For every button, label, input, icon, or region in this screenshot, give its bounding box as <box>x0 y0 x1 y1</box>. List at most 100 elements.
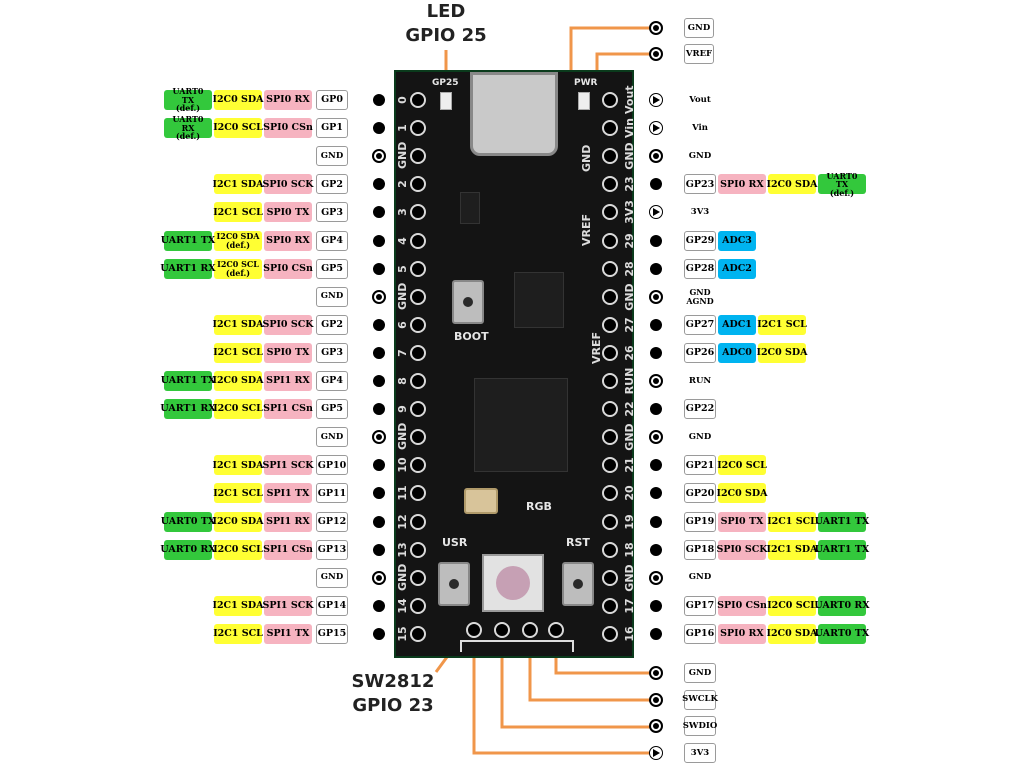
func-tag-left-14-1: I2C1 SCL <box>213 483 263 504</box>
silk-left-0: 0 <box>396 96 409 104</box>
pin-label-left-3: GP2 <box>316 174 348 195</box>
boot-button[interactable] <box>452 280 484 324</box>
func-tag-left-8-0: SPI0 SCK <box>262 314 314 335</box>
pin-label-left-2: GND <box>316 146 348 167</box>
pin-label-right-8: GP27 <box>684 314 716 335</box>
crystal <box>464 488 498 514</box>
header-pin-left-5 <box>410 232 426 249</box>
silk-left-16: 13 <box>396 541 409 558</box>
func-tag-right-14-0: I2C0 SDA <box>717 483 768 504</box>
func-tag-left-1-2: UART0 RX(def.) <box>164 115 212 141</box>
pin-label-right-2: GND <box>688 150 712 161</box>
usr-button[interactable] <box>438 562 470 606</box>
func-tag-left-14-0: SPI1 TX <box>264 483 312 504</box>
pin-label-right-15: GP19 <box>684 511 716 532</box>
rgb-annotation-line1: SW2812 <box>351 671 435 692</box>
func-tag-right-8-0: ADC1 <box>718 314 756 335</box>
pin-label-right-3: GP23 <box>684 174 716 195</box>
silk-right-5: 29 <box>623 232 636 249</box>
header-pin-left-10 <box>410 373 426 389</box>
func-tag-right-19-2: UART0 TX <box>815 623 869 644</box>
pin-label-right-13: GP21 <box>684 455 716 476</box>
bottom-pin-marker-0 <box>649 666 663 680</box>
header-pin-left-12 <box>410 429 426 446</box>
silk-right-12: GND <box>623 423 636 451</box>
silk-left-14: 11 <box>396 485 409 502</box>
func-tag-right-16-2: UART1 TX <box>815 539 869 560</box>
bottom-pin-marker-1 <box>649 692 663 707</box>
rst-button[interactable] <box>562 562 594 606</box>
func-tag-right-19-1: I2C0 SDA <box>767 623 818 644</box>
func-tag-right-3-0: SPI0 RX <box>718 174 766 195</box>
header-pin-left-3 <box>410 176 426 193</box>
pin-label-right-6: GP28 <box>684 258 716 279</box>
pin-label-left-11: GP5 <box>316 399 348 420</box>
header-pin-left-15 <box>410 513 426 530</box>
header-pin-left-6 <box>410 260 426 277</box>
silk-left-18: 14 <box>396 598 409 614</box>
flash-chip <box>514 272 564 328</box>
silk-left-17: GND <box>396 563 409 591</box>
header-pin-right-1 <box>602 120 618 137</box>
swd-pin-0 <box>548 622 564 638</box>
pin-label-left-10: GP4 <box>316 371 348 391</box>
func-tag-right-15-0: SPI0 TX <box>718 511 766 532</box>
header-pin-right-7 <box>602 288 618 305</box>
pin-marker-right-0 <box>649 93 663 107</box>
bottom-pin-marker-2 <box>649 719 663 734</box>
rgb-label: RGB <box>526 500 552 513</box>
pin-label-right-0: Vout <box>689 94 711 105</box>
bottom-pin-label-0: GND <box>684 663 716 683</box>
header-pin-right-9 <box>602 344 618 361</box>
silk-left-6: 5 <box>396 264 409 273</box>
func-tag-left-19-1: I2C1 SCL <box>213 623 263 644</box>
usb-c-connector <box>470 72 558 156</box>
pin-marker-right-13 <box>650 459 662 472</box>
silk-left-1: 1 <box>396 124 409 132</box>
func-tag-left-10-1: I2C0 SDA <box>213 371 264 391</box>
func-tag-left-13-0: SPI1 SCK <box>262 455 314 476</box>
pwr-silk: PWR <box>574 78 598 88</box>
func-tag-right-8-1: I2C1 SCL <box>757 314 807 335</box>
pin-marker-right-6 <box>650 262 662 275</box>
pin-dot-left-13 <box>373 459 385 472</box>
silk-left-3: 2 <box>396 180 409 189</box>
silk-right-15: 19 <box>623 513 636 530</box>
pin-marker-right-11 <box>650 403 662 416</box>
gnd-ring-left-17 <box>372 570 386 585</box>
pin-label-left-12: GND <box>316 427 348 448</box>
silk-left-7: GND <box>396 282 409 310</box>
pin-label-right-10: RUN <box>688 375 712 386</box>
silk-right-6: 28 <box>623 260 636 277</box>
silk-right-10: RUN <box>623 367 636 395</box>
led-pwr <box>578 92 590 110</box>
pin-label-right-16: GP18 <box>684 539 716 560</box>
func-tag-right-15-2: UART1 TX <box>815 511 869 532</box>
rgb-annotation: SW2812 GPIO 23 <box>340 670 446 718</box>
mcu-chip <box>474 378 568 472</box>
pin-marker-right-18 <box>650 599 662 612</box>
pin-dot-left-8 <box>373 318 385 331</box>
pin-label-right-18: GP17 <box>684 595 716 616</box>
silk-left-19: 15 <box>396 626 409 642</box>
rst-label: RST <box>566 536 590 549</box>
header-pin-right-12 <box>602 429 618 446</box>
header-pin-right-6 <box>602 260 618 277</box>
silk-left-4: 3 <box>396 208 409 217</box>
func-tag-right-18-1: I2C0 SCL <box>767 595 817 616</box>
silk-right-2: GND <box>623 142 636 170</box>
header-pin-right-14 <box>602 485 618 502</box>
pin-label-right-12: GND <box>688 431 712 442</box>
silk-right-8: 27 <box>623 317 636 333</box>
func-tag-left-5-0: SPI0 RX <box>264 230 312 251</box>
header-pin-right-13 <box>602 457 618 474</box>
usr-label: USR <box>442 536 468 549</box>
pin-label-right-14: GP20 <box>684 483 716 504</box>
swd-pin-3 <box>466 622 482 638</box>
silk-inner-vref: VREF <box>580 213 593 246</box>
pin-marker-right-14 <box>650 487 662 500</box>
func-tag-right-9-1: I2C0 SDA <box>757 342 808 363</box>
func-tag-left-1-0: SPI0 CSn <box>263 118 313 139</box>
func-tag-right-13-0: I2C0 SCL <box>717 455 767 476</box>
